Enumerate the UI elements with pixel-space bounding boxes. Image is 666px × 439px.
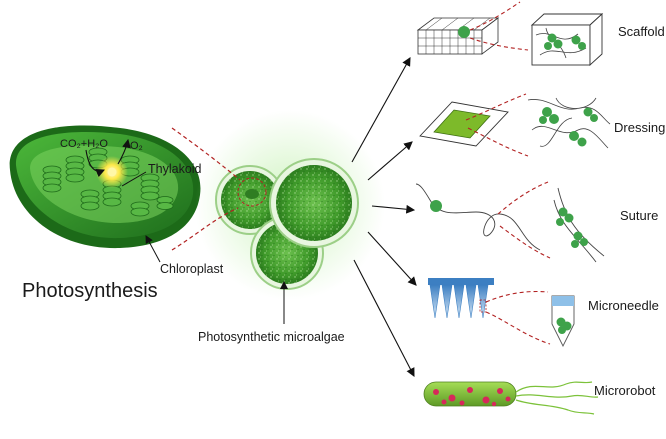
connector-upper: [171, 127, 241, 181]
microrobot-label: Microrobot: [594, 383, 656, 398]
microneedle-label: Microneedle: [588, 298, 659, 313]
inputs-label: CO₂+H₂O: [60, 138, 108, 150]
chloroplast-pointer: [145, 235, 161, 263]
microalgae-cluster: [195, 110, 385, 324]
dressing-icon: [419, 93, 611, 157]
scaffold-label: Scaffold: [618, 24, 665, 39]
chloroplast-illustration: [9, 125, 201, 263]
output-arrow: [117, 138, 131, 165]
microrobot-icon: [423, 381, 599, 415]
dressing-label: Dressing: [614, 120, 666, 135]
microalgae-label: Photosynthetic microalgae: [198, 330, 345, 344]
thylakoid-label: Thylakoid: [148, 162, 202, 176]
photosynthesis-title: Photosynthesis: [22, 280, 158, 302]
thylakoid-stacks: [42, 147, 174, 217]
suture-label: Suture: [620, 208, 659, 223]
microneedle-icon: [428, 278, 575, 348]
application-arrows: [351, 57, 417, 377]
suture-icon: [415, 181, 605, 263]
connector-lower: [171, 207, 239, 251]
output-label: O₂: [130, 140, 143, 152]
chloroplast-label: Chloroplast: [160, 262, 224, 276]
input-arrow: [85, 149, 106, 178]
scaffold-icon: [416, 1, 604, 67]
thylakoid-pointer: [121, 171, 147, 187]
